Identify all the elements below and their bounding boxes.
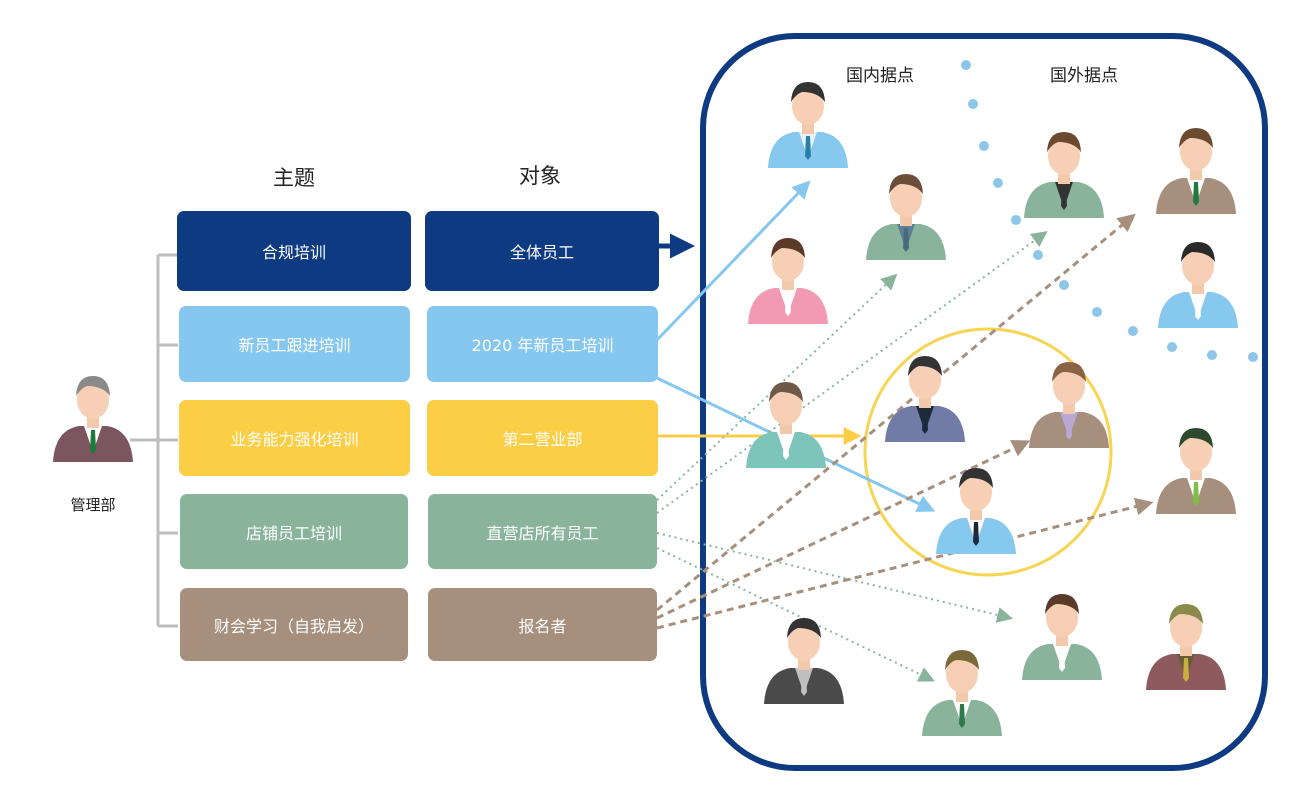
locations-frame: [700, 33, 1268, 771]
person-icon-overseas-6: [1146, 604, 1226, 690]
target-box-all-staff: 全体员工: [425, 211, 659, 291]
second-sales-dept-circle: [863, 327, 1113, 577]
target-column-header: 对象: [519, 164, 561, 188]
person-icon-domestic-6: [922, 650, 1002, 736]
person-icon-dept-3: [936, 468, 1016, 554]
arrow-store-2: [656, 231, 1048, 514]
region-label-domestic: 国内据点: [846, 66, 914, 86]
person-icon-domestic-2: [748, 238, 828, 324]
person-icon-overseas-2: [1156, 128, 1236, 214]
person-icon-overseas-1: [1024, 132, 1104, 218]
region-label-overseas: 国外据点: [1050, 66, 1118, 86]
arrow-store-3: [656, 532, 1014, 623]
arrow-applicant-2: [656, 440, 1031, 620]
person-icon-domestic-3: [866, 174, 946, 260]
person-icon-dept-2: [1029, 362, 1109, 448]
arrow-applicant-1: [656, 213, 1136, 612]
target-box-2020-newhire: 2020 年新员工培训: [427, 306, 658, 382]
person-icon-overseas-5: [1022, 594, 1102, 680]
theme-box-skills: 业务能力强化培训: [179, 400, 410, 476]
dotted-divider: [961, 60, 1258, 362]
theme-column-header: 主题: [273, 166, 315, 190]
target-box-direct-stores: 直营店所有员工: [428, 494, 657, 569]
target-box-second-sales: 第二营业部: [427, 400, 658, 476]
theme-box-compliance: 合规培训: [177, 211, 411, 291]
manager-connector-lines: [130, 253, 178, 628]
arrow-applicant-3: [656, 497, 1154, 630]
manager-person-icon: [53, 376, 133, 462]
manager-label: 管理部: [70, 496, 116, 514]
person-icon-overseas-3: [1158, 242, 1238, 328]
person-icon-overseas-4: [1156, 428, 1236, 514]
target-box-applicants: 报名者: [428, 588, 657, 661]
person-icon-domestic-1: [768, 82, 848, 168]
theme-box-accounting: 财会学习（自我启发）: [180, 588, 408, 661]
theme-box-store: 店铺员工培训: [180, 494, 408, 569]
theme-box-newhire: 新员工跟进培训: [179, 306, 410, 382]
arrow-newhire-1: [655, 180, 811, 342]
